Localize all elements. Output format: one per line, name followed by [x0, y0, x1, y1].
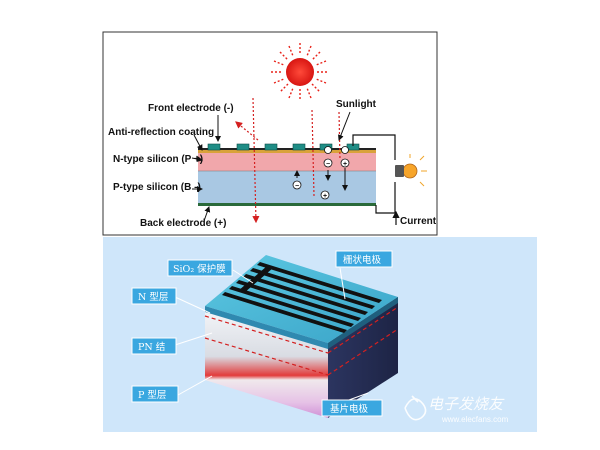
label-p-layer: P 型层: [131, 385, 179, 403]
label-substrate-electrode: 基片电极: [321, 399, 383, 417]
front-electrode-label: Front electrode (-): [148, 103, 234, 114]
svg-text:基片电极: 基片电极: [330, 403, 369, 415]
svg-text:PN 结: PN 结: [138, 341, 165, 353]
label-pn-junction: PN 结: [131, 337, 177, 355]
p-type-label: P-type silicon (B -): [113, 182, 201, 193]
svg-text:N 型层: N 型层: [138, 292, 168, 303]
watermark-logo-icon: [404, 395, 427, 421]
label-sio2: SiO₂ 保护膜: [167, 259, 233, 277]
svg-text:−: −: [295, 183, 299, 190]
svg-text:−: −: [326, 161, 330, 168]
n-type-layer: [198, 153, 376, 171]
current-label: Current: [400, 216, 437, 227]
pn-junction-lines: [204, 306, 399, 376]
n-type-label: N-type silicon (P +): [113, 154, 203, 165]
charge-carriers: [292, 146, 350, 200]
svg-text:P 型层: P 型层: [138, 390, 166, 401]
external-circuit: [352, 134, 396, 214]
p-type-layer: [198, 171, 376, 203]
lightbulb-icon: [395, 154, 427, 187]
label-grid-electrode: 栅状电极: [335, 250, 393, 268]
anti-reflection-label: Anti-reflection coating: [108, 127, 214, 138]
top-cross-section-diagram: − − + + Front electrode (-) Anti-reflect…: [102, 31, 438, 236]
back-electrode-label: Back electrode (+): [140, 218, 226, 229]
svg-text:+: +: [343, 161, 347, 168]
label-n-layer: N 型层: [131, 287, 177, 305]
front-electrode-strip: [198, 148, 376, 150]
svg-text:栅状电极: 栅状电极: [343, 254, 382, 266]
back-electrode-layer: [198, 203, 376, 206]
svg-text:www.elecfans.com: www.elecfans.com: [441, 415, 509, 424]
svg-text:SiO₂ 保护膜: SiO₂ 保护膜: [173, 263, 226, 275]
anti-reflection-layer: [198, 150, 376, 153]
sunlight-label: Sunlight: [336, 99, 377, 110]
block-side-face: [328, 297, 398, 418]
svg-text:电子发烧友: 电子发烧友: [428, 395, 505, 413]
grid-electrode: [222, 262, 382, 333]
svg-text:+: +: [323, 193, 327, 200]
elecfans-watermark: 电子发烧友 www.elecfans.com: [404, 395, 509, 424]
bottom-3d-diagram: SiO₂ 保护膜 栅状电极 N 型层 PN 结 P 型层 基片电极: [103, 237, 537, 432]
sun-icon: [271, 43, 329, 101]
